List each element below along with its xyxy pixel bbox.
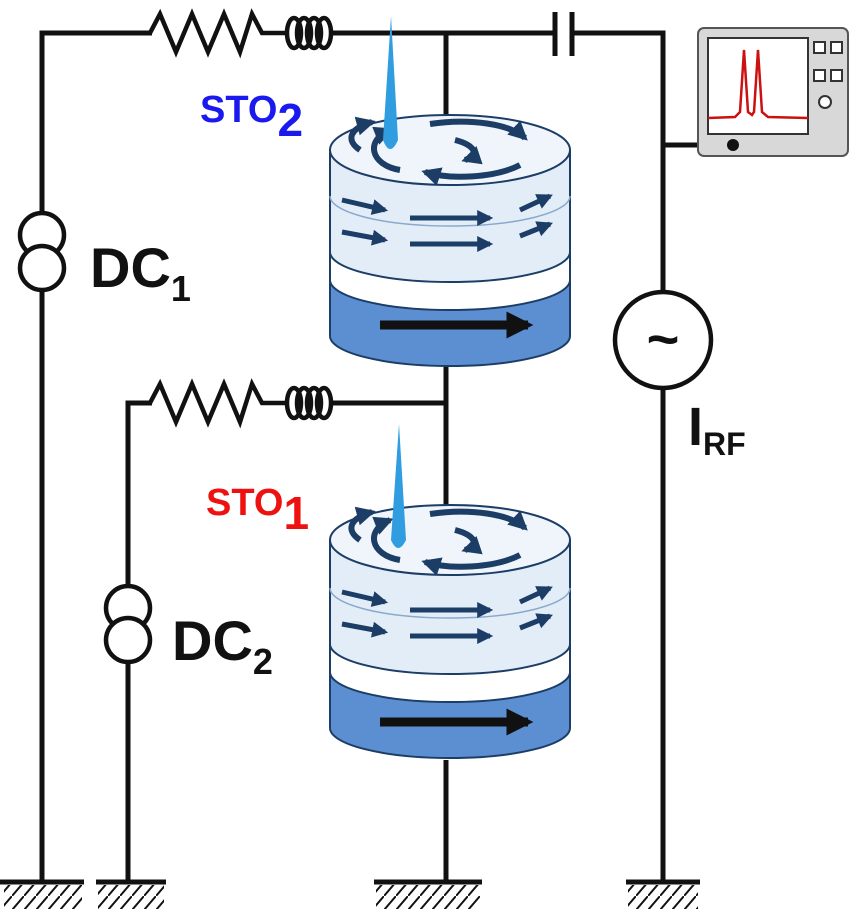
sto2-label: STO2 [200,89,303,146]
dc2-wire [125,400,152,880]
dc2-label-sub: 2 [253,641,273,682]
dc1-source [17,210,67,293]
spectrum-analyzer [697,27,849,157]
sto2-label-sub: 2 [277,94,303,146]
sto1-label-sub: 1 [283,487,309,539]
dc2-source [103,583,153,665]
irf-label-sub: RF [703,426,746,462]
ground-4 [626,879,700,909]
sto2-pillar [329,16,571,367]
ground-2 [96,879,166,909]
irf-label-main: I [688,397,703,457]
irf-label: IRF [688,397,746,462]
ground-3 [374,879,482,909]
top-wire-2 [574,30,666,880]
analyzer-button-icon [830,41,843,54]
analyzer-button-icon [830,69,843,82]
dc1-label-main: DC [90,236,171,299]
analyzer-knob-icon [818,95,832,109]
dc2-label: DC2 [172,609,273,682]
sto1-label: STO1 [206,482,309,539]
wires [39,30,733,880]
inductor-2 [284,385,334,421]
analyzer-input-port [727,139,739,151]
dc1-label: DC1 [90,236,191,309]
capacitor [552,12,575,56]
resistor-1 [148,8,286,59]
ac-symbol: ~ [647,307,680,370]
analyzer-button-icon [813,41,826,54]
sto1-pillar [329,424,571,759]
resistor-2 [148,378,286,429]
spectrum-trace [707,49,809,120]
dc1-wire [39,30,152,880]
sto2-label-main: STO [200,89,277,131]
inductor-1 [284,15,334,51]
dc2-label-main: DC [172,609,253,672]
ground-1 [0,879,84,909]
analyzer-button-icon [813,69,826,82]
sto1-probe [391,424,406,548]
sto1-label-main: STO [206,482,283,524]
ac-source [612,289,714,391]
dc1-label-sub: 1 [171,268,191,309]
sto2-probe [383,16,398,149]
